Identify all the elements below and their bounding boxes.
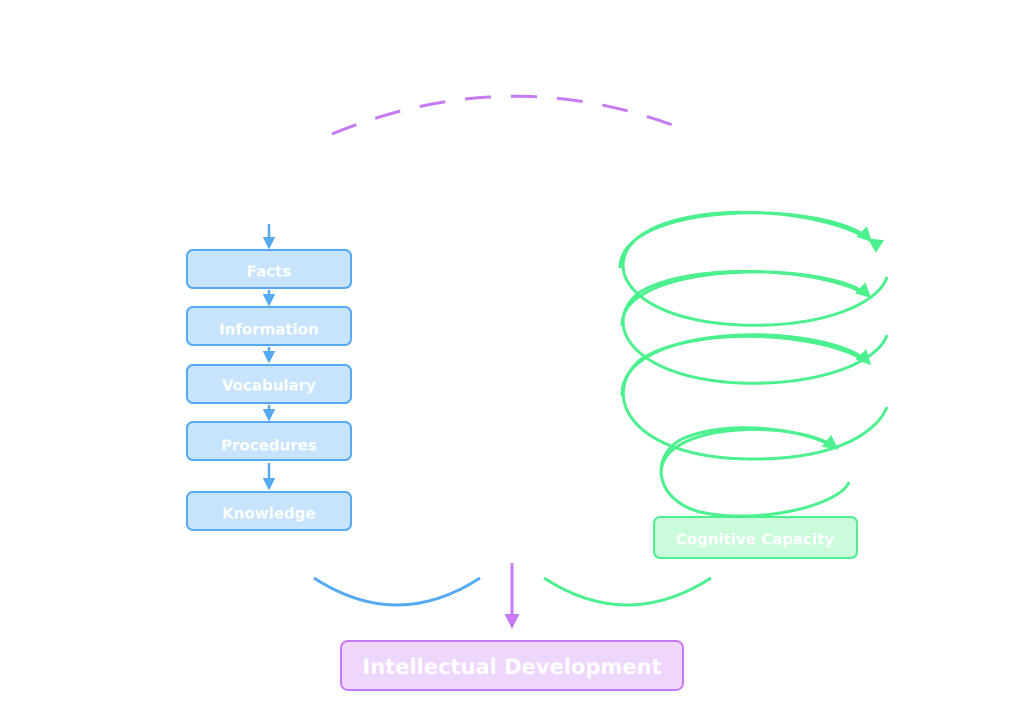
chain-node-label: Information	[219, 321, 319, 339]
spiral-arrow	[618, 211, 873, 269]
knowledge-merge-arc	[313, 576, 481, 607]
spiral-arrow	[620, 333, 872, 397]
chain-node-knowledge[interactable]: Knowledge	[186, 491, 352, 531]
spiral-loop	[621, 210, 889, 327]
integration-arc	[331, 94, 689, 136]
chain-node-label: Knowledge	[222, 505, 315, 523]
spiral-loop	[621, 269, 889, 385]
chain-node-label: Vocabulary	[222, 377, 316, 395]
chain-node-information[interactable]: Information	[186, 306, 352, 346]
cognitive-merge-arc	[543, 576, 712, 607]
chain-node-vocabulary[interactable]: Vocabulary	[186, 364, 352, 404]
cognitive-capacity-node[interactable]: Cognitive Capacity	[653, 516, 858, 559]
intellectual-development-label: Intellectual Development	[362, 655, 661, 679]
spiral-arrow	[659, 428, 839, 475]
chain-node-facts[interactable]: Facts	[186, 249, 352, 289]
chain-node-label: Procedures	[221, 437, 317, 455]
spiral-loop	[621, 334, 889, 461]
cognitive-spiral	[618, 210, 889, 518]
cognitive-capacity-label: Cognitive Capacity	[676, 531, 835, 549]
chain-node-procedures[interactable]: Procedures	[186, 421, 352, 461]
chain-node-label: Facts	[247, 263, 292, 281]
knowledge-chain: Facts Information Vocabulary Procedures …	[186, 224, 352, 531]
intellectual-development-node[interactable]: Intellectual Development	[340, 640, 684, 691]
spiral-arrow	[620, 270, 872, 327]
